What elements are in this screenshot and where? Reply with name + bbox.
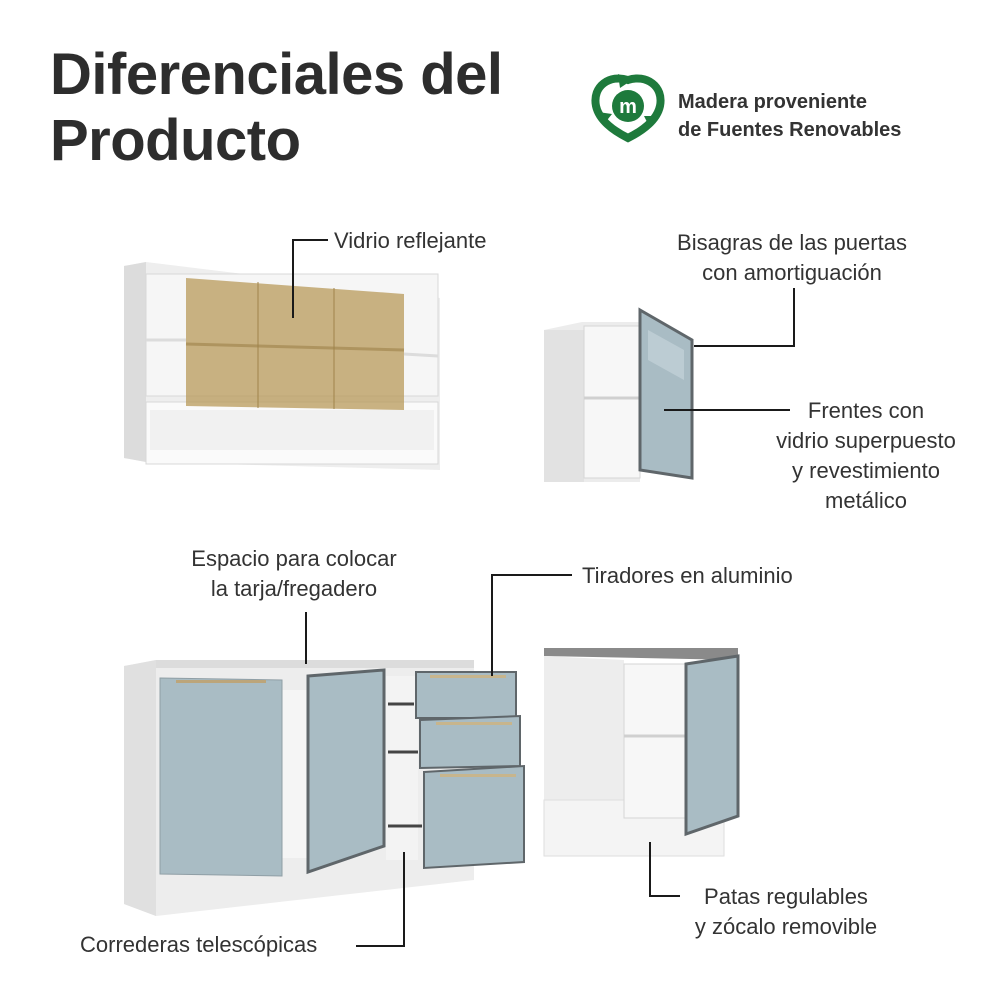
label-bisagras-line-1: Bisagras de las puertas <box>677 230 907 255</box>
page-title: Diferenciales del Producto <box>50 42 503 174</box>
label-patas: Patas regulables y zócalo removible <box>668 882 904 942</box>
label-vidrio-reflejante: Vidrio reflejante <box>334 226 486 256</box>
renewable-wood-badge: m Madera proveniente de Fuentes Renovabl… <box>588 72 968 144</box>
label-correderas: Correderas telescópicas <box>80 930 317 960</box>
title-line-2: Producto <box>50 108 301 173</box>
label-frentes: Frentes con vidrio superpuesto y revesti… <box>748 396 984 516</box>
leader-bisagras <box>694 288 795 347</box>
label-bisagras: Bisagras de las puertas con amortiguació… <box>652 228 932 288</box>
label-vidrio-text: Vidrio reflejante <box>334 228 487 253</box>
label-tiradores-text: Tiradores en aluminio <box>582 563 793 588</box>
badge-line-2: de Fuentes Renovables <box>678 119 902 141</box>
label-frentes-line-4: metálico <box>825 488 907 513</box>
label-patas-line-2: y zócalo removible <box>694 914 878 939</box>
upper-glass-cabinet <box>124 262 440 470</box>
label-tiradores: Tiradores en aluminio <box>582 561 793 591</box>
recycle-m-icon: m <box>591 74 665 143</box>
label-frentes-line-2: vidrio superpuesto <box>776 428 956 453</box>
label-patas-line-1: Patas regulables <box>704 884 868 909</box>
label-espacio: Espacio para colocar la tarja/fregadero <box>160 544 428 604</box>
base-sink-cabinet <box>124 660 525 916</box>
leader-vidrio <box>292 239 328 318</box>
badge-icon-letter: m <box>619 96 637 118</box>
label-correderas-text: Correderas telescópicas <box>80 932 318 957</box>
small-wall-cabinet <box>544 307 694 482</box>
title-line-1: Diferenciales del <box>50 42 503 107</box>
badge-line-1: Madera proveniente <box>678 91 867 113</box>
leader-tiradores <box>491 574 572 676</box>
label-frentes-line-1: Frentes con <box>807 398 925 423</box>
base-countertop-cabinet <box>543 648 740 857</box>
label-bisagras-line-2: con amortiguación <box>702 260 882 285</box>
label-espacio-line-2: la tarja/fregadero <box>210 576 378 601</box>
leader-patas <box>649 842 680 897</box>
badge-text: Madera proveniente de Fuentes Renovables <box>678 88 901 144</box>
leader-correderas <box>356 852 405 947</box>
label-espacio-line-1: Espacio para colocar <box>191 546 397 571</box>
label-frentes-line-3: y revestimiento <box>792 458 940 483</box>
